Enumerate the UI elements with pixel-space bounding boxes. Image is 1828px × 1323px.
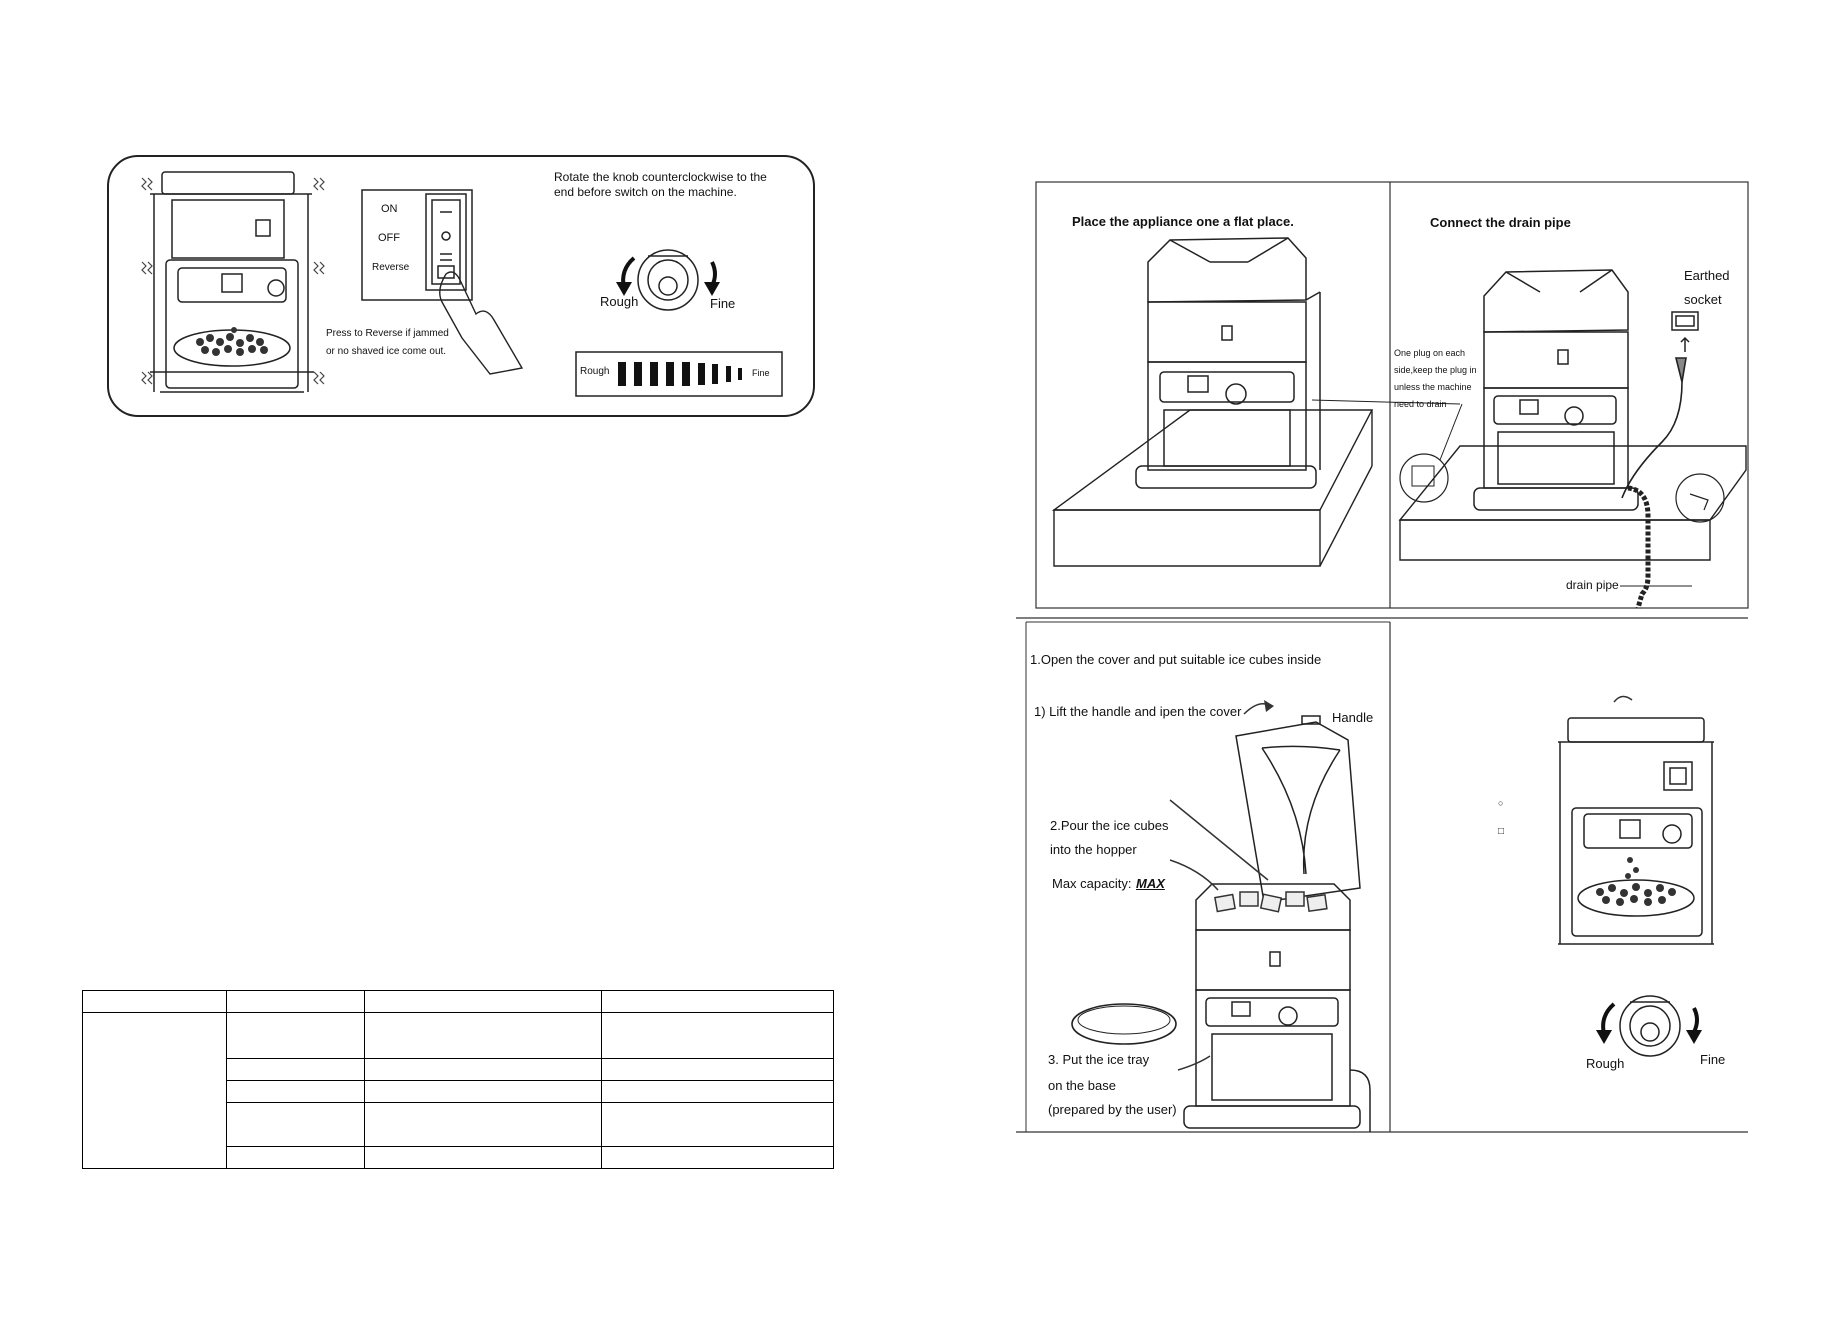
table-cell xyxy=(601,1012,834,1059)
rotate-arrows-2 xyxy=(1601,1002,1699,1035)
instruction-arrows xyxy=(1169,702,1269,1071)
plug-note-line1: One plug on each xyxy=(1394,348,1466,358)
table-cell xyxy=(363,1058,603,1081)
drain-pipe-illustration xyxy=(1627,485,1651,609)
knob2-rough-label: Rough xyxy=(1586,1056,1625,1071)
drain-plug-callout-left xyxy=(1399,453,1449,503)
switch-off-label: OFF xyxy=(378,232,400,244)
scale-fine-label: Fine xyxy=(752,368,770,378)
plug-note-line3: unless the machine xyxy=(1394,382,1472,392)
knob-illustration-2 xyxy=(1619,995,1681,1057)
step3-line3: (prepared by the user) xyxy=(1048,1102,1177,1117)
switch-on-label: ON xyxy=(381,203,398,215)
max-capacity-label: Max capacity: xyxy=(1052,876,1132,891)
table-cell xyxy=(225,1102,365,1147)
coarseness-scale-bars xyxy=(618,362,742,386)
reverse-note-line1: Press to Reverse if jammed xyxy=(326,328,449,339)
table-cell xyxy=(363,1080,603,1103)
table-cell xyxy=(363,1012,603,1059)
table-cell xyxy=(601,1080,834,1103)
table-cell xyxy=(225,1012,365,1059)
place-title: Place the appliance one a flat place. xyxy=(1072,214,1294,229)
switch-reverse-label: Reverse xyxy=(372,262,410,273)
rotate-arrows xyxy=(621,256,717,289)
table-cell xyxy=(363,990,603,1013)
spec-table xyxy=(82,990,834,1169)
step1-title: 1.Open the cover and put suitable ice cu… xyxy=(1030,652,1322,667)
step2-line1: 2.Pour the ice cubes xyxy=(1050,818,1169,833)
drain-title: Connect the drain pipe xyxy=(1430,215,1571,230)
coarseness-scale-frame xyxy=(575,351,783,397)
knob-rough-label: Rough xyxy=(600,294,639,309)
machine-open-lid-illustration xyxy=(1183,715,1371,1132)
table-row xyxy=(82,990,834,1013)
reverse-note-line2: or no shaved ice come out. xyxy=(326,346,447,357)
switch-panel xyxy=(361,189,473,301)
machine-operating-illustration xyxy=(1558,717,1714,945)
panel2-frame xyxy=(1035,181,1749,609)
machine-left-illustration xyxy=(1135,237,1321,489)
earthed-label-line1: Earthed xyxy=(1684,268,1730,283)
vibration-marks xyxy=(141,177,325,385)
symbol-reverse: □ xyxy=(1498,826,1505,837)
table-row xyxy=(83,1146,834,1169)
table-cell xyxy=(82,990,227,1013)
table-cell xyxy=(363,1102,603,1147)
earthed-socket-icon xyxy=(1671,311,1699,352)
earthed-label-line2: socket xyxy=(1684,292,1722,307)
step3-line2: on the base xyxy=(1048,1078,1116,1093)
drain-plug-callout-right xyxy=(1675,473,1725,523)
lid-arrow xyxy=(1613,695,1633,703)
table-cell xyxy=(601,1102,834,1147)
panel1-frame xyxy=(107,155,815,417)
table-cell xyxy=(225,1080,365,1103)
plug-note-line4: need to drain xyxy=(1394,399,1447,409)
arrow-head-left xyxy=(616,282,632,296)
handle-label: Handle xyxy=(1332,710,1374,725)
table-cell xyxy=(225,1058,365,1081)
platform-left xyxy=(1051,409,1374,567)
knob2-fine-label: Fine xyxy=(1700,1052,1726,1067)
drain-pipe-label: drain pipe xyxy=(1566,578,1619,592)
table-cell xyxy=(601,1058,834,1081)
table-row xyxy=(83,1058,834,1081)
hand-illustration xyxy=(439,271,524,375)
max-word: MAX xyxy=(1136,876,1165,891)
knob-fine-label: Fine xyxy=(710,296,736,311)
rotate-note-line2: end before switch on the machine. xyxy=(554,185,737,199)
table-cell xyxy=(601,990,834,1013)
ice-tray-illustration xyxy=(1071,1003,1177,1045)
symbol-circle: ○ xyxy=(1498,798,1504,808)
table-cell xyxy=(363,1146,603,1169)
step2-line2: into the hopper xyxy=(1050,842,1137,857)
step1-substep: 1) Lift the handle and ipen the cover xyxy=(1034,704,1242,719)
step3-line1: 3. Put the ice tray xyxy=(1048,1052,1150,1067)
table-cell xyxy=(225,990,365,1013)
ice-pile-2 xyxy=(1596,857,1676,906)
plug-note-line2: side,keep the plug in xyxy=(1394,365,1477,375)
knob-illustration xyxy=(637,249,699,311)
rotate-note-line1: Rotate the knob counterclockwise to the xyxy=(554,170,767,184)
platform-right xyxy=(1398,445,1747,561)
machine-right-illustration xyxy=(1473,269,1639,511)
table-cell xyxy=(601,1146,834,1169)
ice-pile xyxy=(196,327,268,356)
table-cell xyxy=(82,1012,227,1169)
arrow-head-right xyxy=(704,282,720,296)
machine-front-illustration xyxy=(150,171,314,393)
power-plug-icon xyxy=(1621,357,1687,499)
table-row xyxy=(82,1012,834,1169)
scale-rough-label: Rough xyxy=(580,366,610,377)
table-cell xyxy=(225,1146,365,1169)
